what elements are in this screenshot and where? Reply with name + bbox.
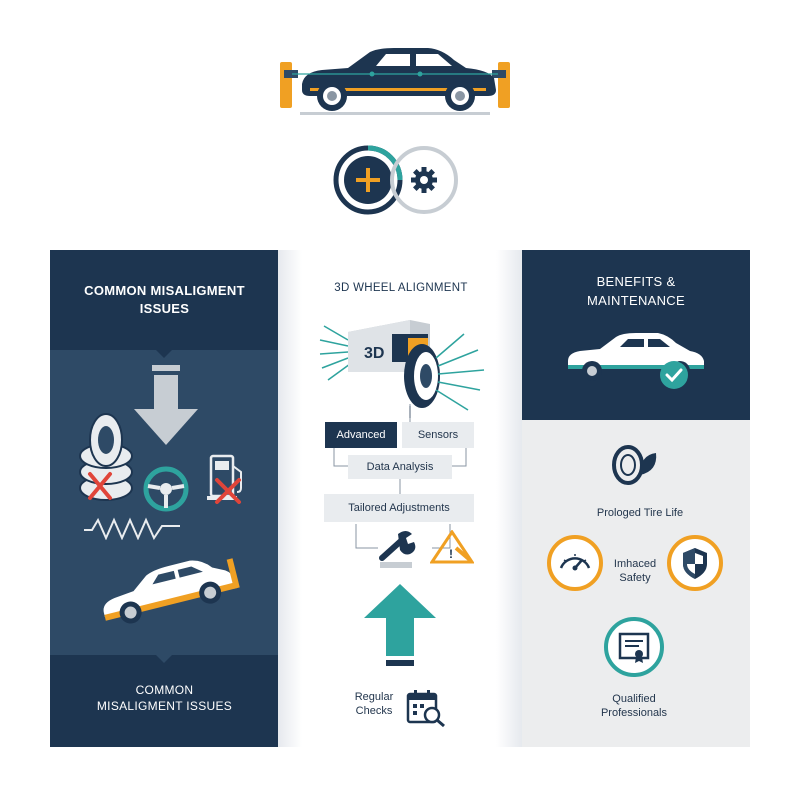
shield-icon: [667, 535, 723, 591]
vibration-zigzag-icon: [84, 517, 180, 540]
box-advanced: Advanced: [325, 422, 397, 448]
camera-3d-label: 3D: [364, 345, 384, 362]
box-sensors: Sensors: [402, 422, 474, 448]
car-check-icon: [568, 333, 704, 389]
left-footer-band: [50, 655, 278, 747]
car-on-lift-icon: [280, 48, 510, 115]
tire-leaf-icon: [612, 445, 657, 485]
professionals-label: Qualified Professionals: [600, 693, 668, 719]
warning-ruler-icon: !: [430, 530, 474, 564]
certificate-icon: [604, 617, 664, 677]
tilted-car-icon: [103, 558, 240, 624]
up-arrow-icon: [364, 584, 436, 666]
left-divider-marker: [156, 350, 172, 358]
fuel-pump-icon: [207, 454, 242, 504]
safety-label: Imhaced Safety: [613, 558, 657, 584]
steering-wheel-icon: [143, 466, 189, 512]
gauge-icon: [547, 535, 603, 591]
left-header-band: [50, 250, 278, 350]
svg-text:!: !: [449, 547, 453, 561]
left-column-title: COMMON MISALIGMENT ISSUES: [84, 283, 245, 316]
left-footer-title: COMMON MISALIGMENT ISSUES: [96, 683, 233, 713]
calendar-search-icon: [406, 690, 445, 728]
3d-camera-icon: 3D: [319, 320, 485, 418]
regular-checks-label: Regular Checks: [354, 691, 394, 717]
tire-life-label: Prologed Tire Life: [596, 507, 684, 519]
down-arrow-icon: [134, 365, 198, 445]
middle-column-title: 3D WHEEL ALIGNMENT: [334, 282, 468, 294]
box-tailored-adjustments: Tailored Adjustments: [324, 494, 474, 522]
wrench-icon: [379, 531, 416, 568]
plus-gear-icon: [333, 145, 458, 215]
flow-connectors: [333, 404, 467, 549]
middle-shade-right: [496, 250, 522, 747]
box-data-analysis: Data Analysis: [348, 455, 452, 479]
middle-shade-left: [278, 250, 302, 747]
right-column-title: BENEFITS & MAINTENANCE: [587, 274, 685, 308]
stacked-tires-icon: [79, 413, 133, 501]
left-divider-marker-bottom: [156, 655, 172, 663]
